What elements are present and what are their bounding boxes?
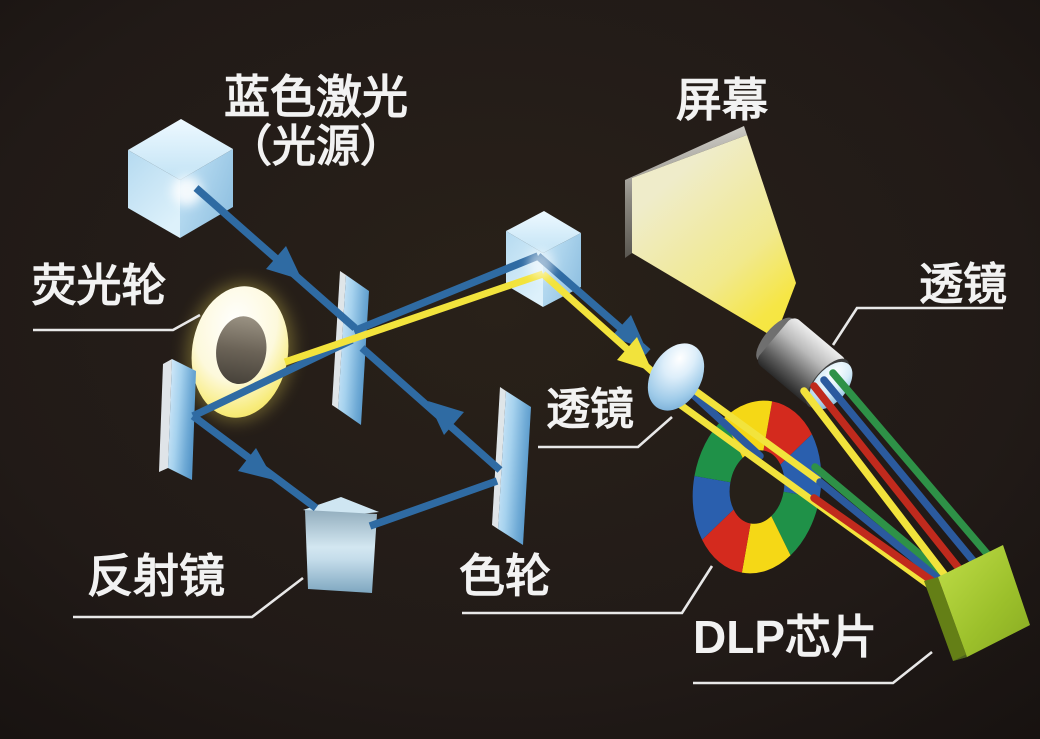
color-wheel-seg-green-1	[771, 491, 820, 556]
label-blue-laser-line1: 蓝色激光	[224, 71, 408, 123]
dlp-chip	[924, 545, 1030, 661]
label-lines	[33, 306, 1003, 685]
beam-plate1-to-left-mirror	[191, 336, 354, 420]
dichroic-plate-2-face	[498, 391, 531, 545]
beam-reflector-to-plate2	[368, 477, 499, 530]
line-lens-mid-label	[538, 416, 673, 449]
light-to-chip	[667, 380, 946, 594]
mirror-plate-left-face	[168, 359, 196, 480]
beam-blue-to-chip	[816, 478, 944, 584]
color-wheel-seg-red-2	[702, 509, 751, 573]
label-lens-right: 透镜	[919, 260, 1007, 309]
label-screen: 屏幕	[676, 74, 769, 126]
beam-phosphor-to-relay-cube	[283, 270, 545, 366]
beam-yellow-L1	[682, 380, 822, 484]
bundle-red	[810, 382, 965, 575]
mirror-plate-left-edge	[159, 359, 172, 472]
mirror-plate-left	[159, 359, 196, 480]
line-reflector-label	[73, 576, 304, 619]
phosphor-wheel-hub	[216, 316, 267, 385]
dlp-chip-front	[938, 545, 1030, 657]
light-chip-to-lens	[800, 369, 993, 582]
dlp-chip-side	[924, 577, 967, 661]
line-dlp-label	[693, 650, 933, 685]
laser-cube-top	[128, 119, 233, 180]
bundle-yellow	[800, 387, 951, 582]
reflector-front	[305, 510, 377, 593]
line-colorwheel-label	[462, 565, 714, 615]
label-blue-laser-line2: （光源）	[228, 122, 404, 171]
arrow-blue-2	[238, 448, 274, 480]
beam-plate2-to-plate1	[359, 345, 503, 473]
label-dlp-chip: DLP芯片	[693, 611, 877, 663]
screen-light-beam	[632, 135, 796, 338]
label-reflector: 反射镜	[87, 550, 225, 602]
label-color-wheel: 色轮	[459, 550, 551, 602]
bundle-green	[829, 369, 993, 560]
relay-lens	[647, 343, 705, 411]
relay-cube-top	[506, 211, 581, 253]
beam-laser-to-plate1	[193, 185, 358, 331]
color-wheel-seg-blue-2	[692, 475, 734, 540]
relay-cube-glow	[528, 249, 554, 279]
bundle-blue	[820, 376, 979, 567]
beam-plate1-to-relay-cube	[352, 252, 540, 335]
line-phosphor-label	[33, 313, 201, 332]
laser-exit-glow	[172, 176, 202, 206]
relay-cube-left	[506, 231, 543, 307]
beam-yellow-L2	[667, 394, 940, 594]
screen-frame	[625, 126, 747, 258]
color-wheel-seg-yellow-1	[741, 516, 791, 574]
labels: 蓝色激光 （光源） 屏幕 荧光轮 透镜 透镜 反射镜 色轮 DLP芯片	[31, 71, 1007, 663]
label-phosphor-wheel: 荧光轮	[31, 260, 166, 311]
beam-blue-stub	[683, 385, 764, 460]
beam-red-to-chip	[810, 494, 942, 589]
dichroic-plate-2	[492, 387, 531, 545]
dichroic-plate-1-face	[338, 275, 369, 425]
label-lens-mid: 透镜	[546, 385, 634, 434]
arrow-blue-3	[428, 401, 464, 435]
arrow-yellow-1	[617, 337, 652, 371]
arrow-blue-1	[266, 246, 302, 280]
screen	[625, 126, 796, 338]
beam-green-to-chip	[811, 463, 946, 577]
dichroic-plate-2-edge	[492, 387, 506, 529]
line-lens-right-label	[831, 306, 1003, 346]
reflector-mirror	[303, 497, 379, 593]
laser-cube-left	[128, 150, 180, 238]
color-wheel-seg-green-2	[694, 418, 743, 483]
color-wheel	[692, 400, 822, 574]
